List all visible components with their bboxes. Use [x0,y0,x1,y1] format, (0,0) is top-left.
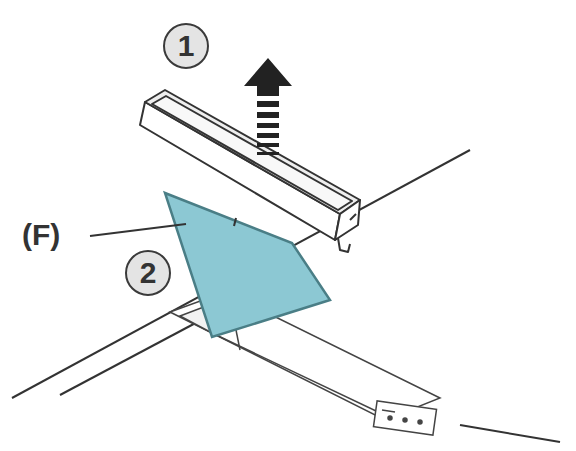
part-label: (F) [22,220,60,250]
lift-arrow [244,58,292,155]
callout-number: 2 [140,258,157,288]
leader-line [90,224,186,236]
callout-circle: 1 [163,23,209,69]
callout-circle: 2 [125,250,171,296]
filter-tab [234,218,236,226]
callout-number: 1 [178,31,195,61]
filter-tray [140,90,360,252]
